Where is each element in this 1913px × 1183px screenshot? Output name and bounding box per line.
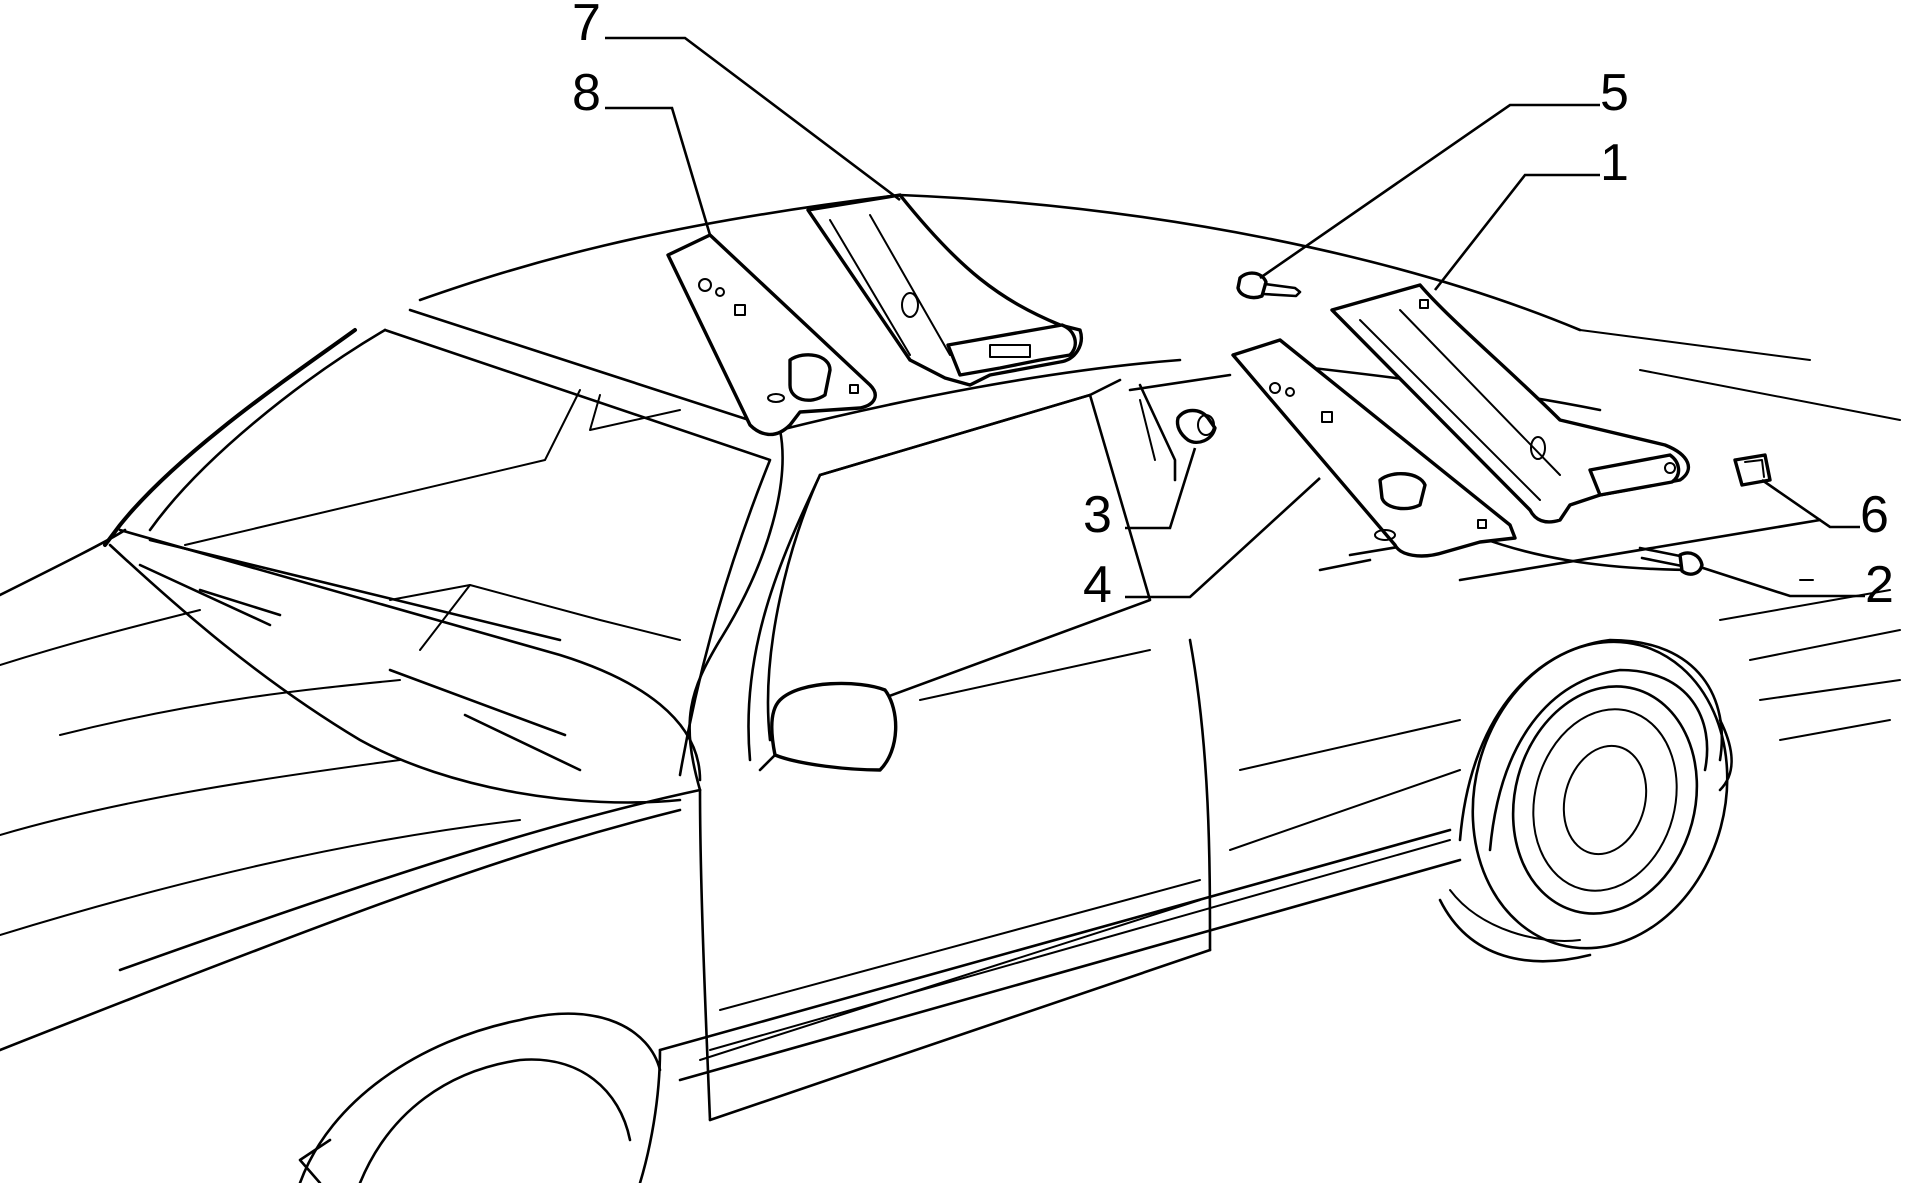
car-body-outline [0,193,1901,1183]
callout-5: 5 [1600,64,1629,122]
part-8-trim-panel [666,233,877,437]
callout-7: 7 [572,0,601,52]
part-3-cap [1175,408,1217,445]
callout-2: 2 [1865,556,1894,614]
callout-8: 8 [572,64,601,122]
callout-3: 3 [1083,486,1112,544]
part-1-trim-panel [1330,283,1691,524]
callout-6: 6 [1860,486,1889,544]
callout-1: 1 [1600,134,1629,192]
part-7-trim-panel [806,193,1083,387]
part-2-screw [1638,546,1704,576]
part-5-bolt [1236,271,1302,300]
part-6-clip [1733,453,1772,487]
leader-lines [605,36,1865,599]
part-4-trim-panel [1231,338,1517,558]
callout-4: 4 [1083,556,1112,614]
